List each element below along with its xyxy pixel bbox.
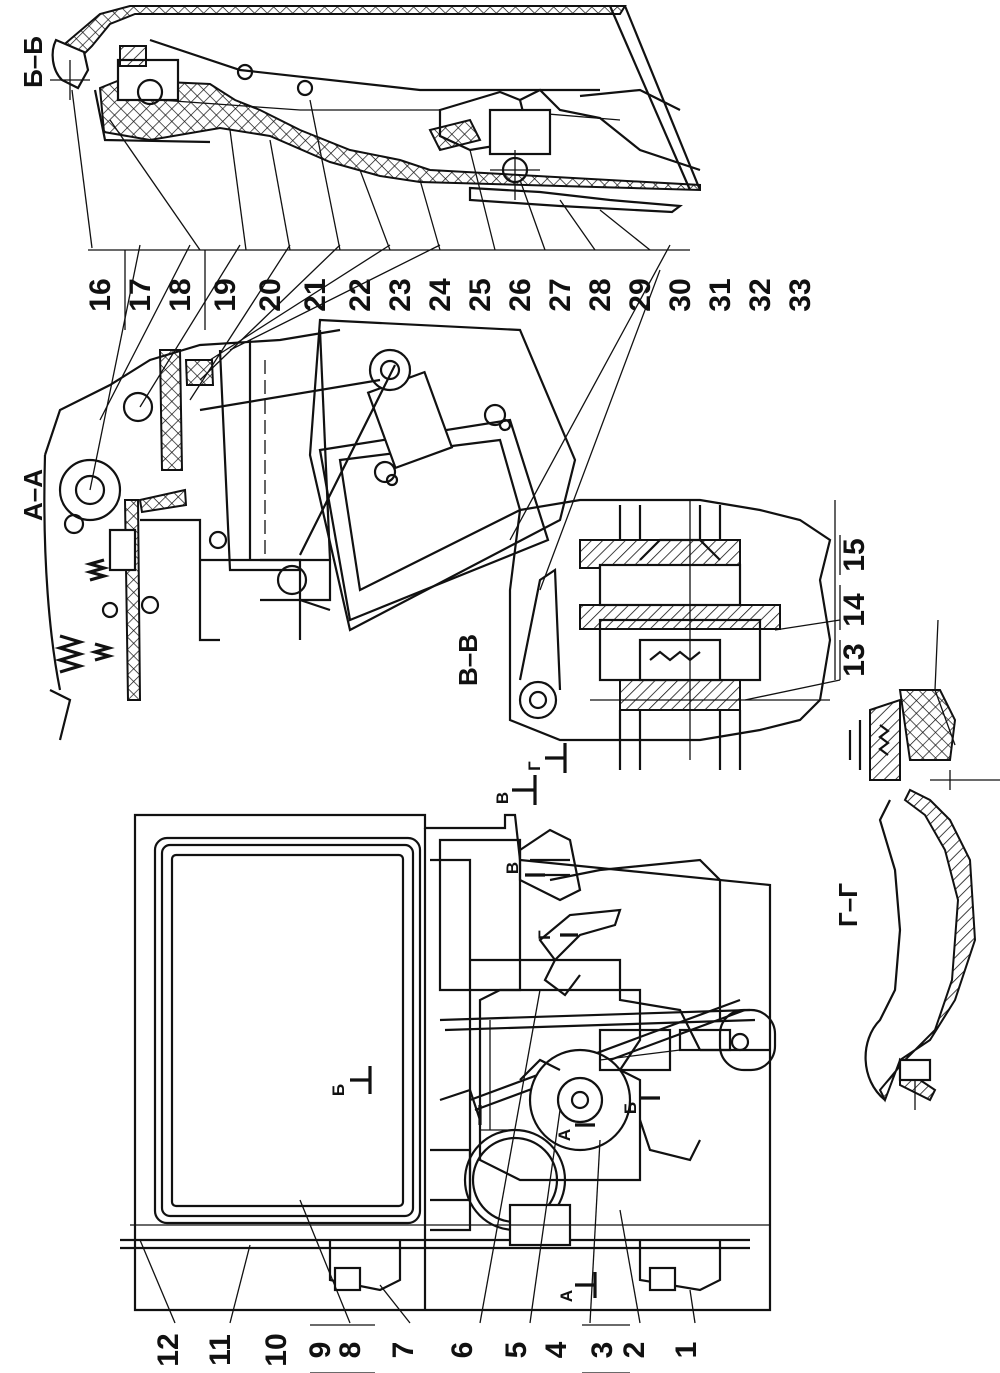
cut-mark-b-bottom: Б [621,1102,640,1114]
aa-leader-lines [89,244,671,541]
callout-12: 12 [152,1333,185,1366]
callout-11: 11 [204,1334,237,1366]
callout-4: 4 [540,1341,573,1358]
callout-3: 3 [586,1342,619,1359]
cut-mark-b-top: Б [329,1084,348,1096]
callout-27: 27 [544,278,577,311]
callout-6: 6 [446,1342,479,1359]
callout-7: 7 [387,1342,420,1359]
cut-mark-v-mid: В [503,862,522,874]
section-bb-view [50,5,702,214]
callout-32: 32 [744,278,777,311]
cut-mark-g-mid: Г [535,930,554,940]
callout-24: 24 [424,278,457,312]
leader-15 [934,619,956,746]
callout-22: 22 [344,278,377,311]
section-vv-view [508,498,832,770]
callouts-top: 16 17 18 19 20 21 22 23 24 25 26 27 28 2… [84,249,817,330]
callout-26: 26 [504,278,537,311]
callout-21: 21 [299,278,332,311]
callouts-bottom: 1 2 3 4 5 6 7 8 9 10 11 12 [152,1324,703,1373]
cut-mark-v-top: В [493,792,512,804]
callout-23: 23 [384,278,417,311]
bb-leader-lines [71,89,651,251]
callout-2: 2 [618,1342,651,1359]
section-markers: В Г В Г Б Б А А [329,743,660,1302]
callout-25: 25 [464,278,497,311]
section-gg-view [848,689,1000,1110]
callout-20: 20 [254,278,287,311]
callout-15: 15 [838,538,871,571]
section-aa-view [43,318,577,741]
callout-8: 8 [334,1342,367,1359]
section-title-bb: Б–Б [18,36,48,88]
callout-5: 5 [500,1342,533,1359]
callout-19: 19 [209,278,242,311]
callout-17: 17 [124,278,157,311]
callout-18: 18 [164,278,197,311]
callout-9: 9 [304,1342,337,1359]
callout-33: 33 [784,278,817,311]
callout-16: 16 [84,278,117,311]
callout-13: 13 [838,643,871,676]
cut-mark-a-top: А [555,1129,574,1141]
section-title-vv: В–В [453,634,483,686]
callout-28: 28 [584,278,617,311]
main-leader-lines [139,989,696,1324]
cut-mark-g-top: Г [525,761,544,771]
vv-leader-lines [539,269,841,701]
section-title-gg: Г–Г [833,883,863,927]
callout-30: 30 [664,278,697,311]
callout-14: 14 [838,593,871,627]
section-title-aa: А–А [18,469,48,521]
callouts-right: 13 14 15 [834,500,871,680]
callout-1: 1 [670,1342,703,1359]
callout-10: 10 [260,1333,293,1366]
cut-mark-a-bottom: А [557,1290,576,1302]
callout-31: 31 [704,278,737,311]
callout-29: 29 [624,278,657,311]
door-main-view [120,813,777,1312]
